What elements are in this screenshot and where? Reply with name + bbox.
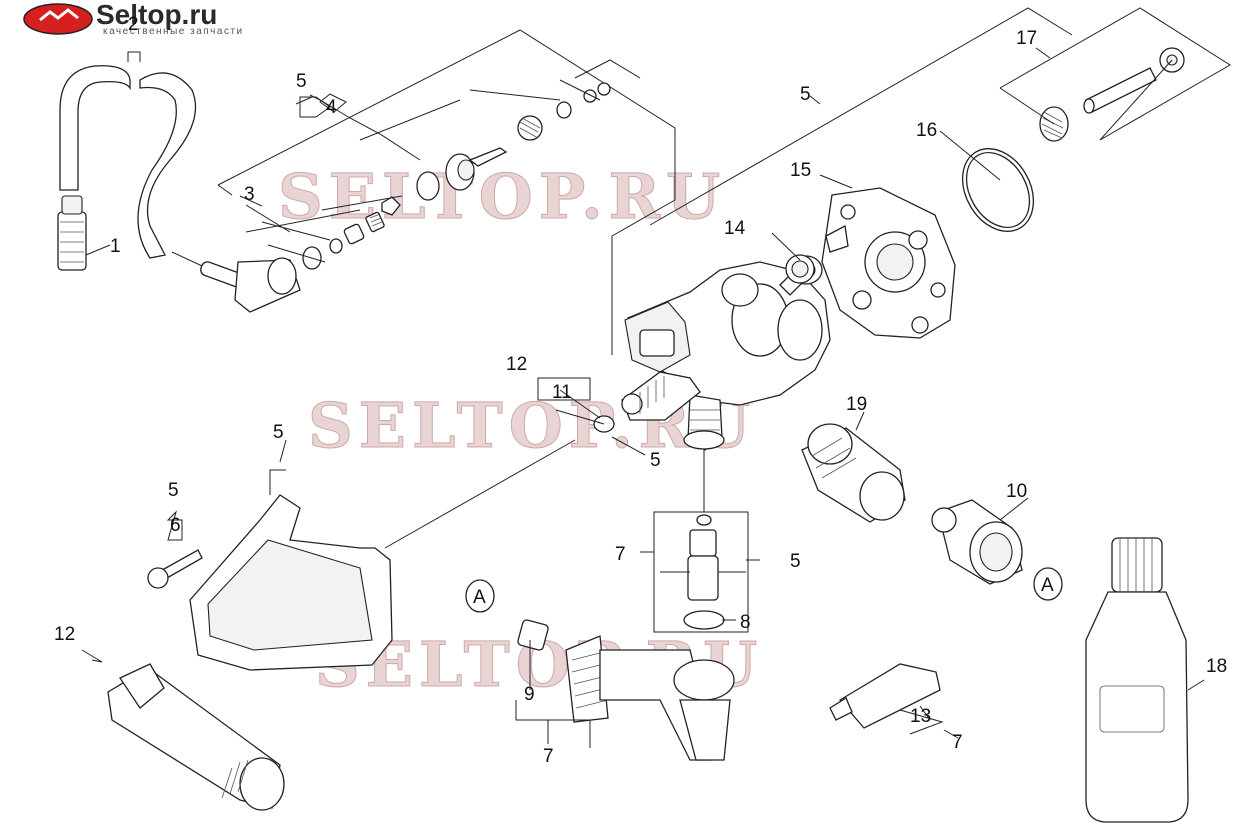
callout-12-bottom: 12 (54, 624, 75, 645)
part-18-bottle (1085, 537, 1205, 823)
callout-7-valve: 7 (615, 544, 626, 565)
marker-a-right-label: A (1041, 575, 1054, 596)
callout-19: 19 (846, 394, 867, 415)
callout-5-top-left: 5 (296, 71, 307, 92)
pump-housing (621, 255, 831, 451)
callout-15: 15 (790, 160, 811, 181)
inlet-pipe (81, 649, 285, 811)
callout-18: 18 (1206, 656, 1227, 677)
leader-lines (166, 47, 1051, 744)
callout-4: 4 (326, 97, 337, 118)
callout-5-bolt: 5 (168, 480, 179, 501)
callout-5-top: 5 (800, 84, 811, 105)
seltop-logo: Seltop.ru качественные запчасти (23, 0, 244, 37)
callout-11: 11 (552, 382, 572, 403)
callout-2: 2 (128, 14, 139, 35)
callout-9: 9 (524, 684, 535, 705)
marker-a-top: A (465, 579, 495, 613)
part-14-seal (785, 254, 815, 284)
callout-8: 8 (740, 612, 751, 633)
callout-7-elbow: 7 (543, 746, 554, 767)
callouts: 1 2 3 4 5 5 5 5 5 5 6 7 7 7 8 9 10 11 12… (54, 14, 1227, 767)
part-1-strainer (57, 195, 111, 271)
callout-14: 14 (724, 218, 746, 239)
part-19-connector (801, 423, 906, 523)
part-13-grease-tube (829, 663, 944, 735)
callout-5-mid: 5 (650, 450, 661, 471)
part-16-oring (961, 148, 1035, 232)
callout-6: 6 (170, 515, 181, 536)
part-10-coupler (931, 499, 1023, 585)
callout-5-valve: 5 (790, 551, 801, 572)
callout-10: 10 (1006, 481, 1027, 502)
callout-3: 3 (244, 184, 255, 205)
watermark-top: SELTOP.RU (278, 160, 726, 233)
group-frames (217, 7, 1231, 355)
part-3-4-valve-assembly (200, 59, 641, 313)
logo-tagline: качественные запчасти (103, 26, 244, 37)
callout-1: 1 (110, 236, 121, 257)
part-7-8-valve-assembly (653, 450, 749, 633)
part-2-hose (59, 51, 216, 273)
callout-17: 17 (1016, 28, 1037, 49)
marker-a-top-label: A (473, 587, 486, 608)
callout-16: 16 (916, 120, 937, 141)
callout-12-top: 12 (506, 354, 527, 375)
part-11-ring (537, 377, 615, 433)
part-6-bolt (147, 549, 203, 589)
callout-7-tube: 7 (952, 732, 963, 753)
logo-brand: Seltop.ru (96, 0, 217, 30)
callout-13: 13 (910, 706, 931, 727)
part-17-piston (999, 47, 1185, 142)
marker-a-right: A (1033, 567, 1063, 601)
bracket (189, 469, 393, 671)
outlet-elbow (515, 619, 735, 761)
part-15-cylinder-head (821, 187, 956, 339)
callout-5-bracket: 5 (273, 422, 284, 443)
